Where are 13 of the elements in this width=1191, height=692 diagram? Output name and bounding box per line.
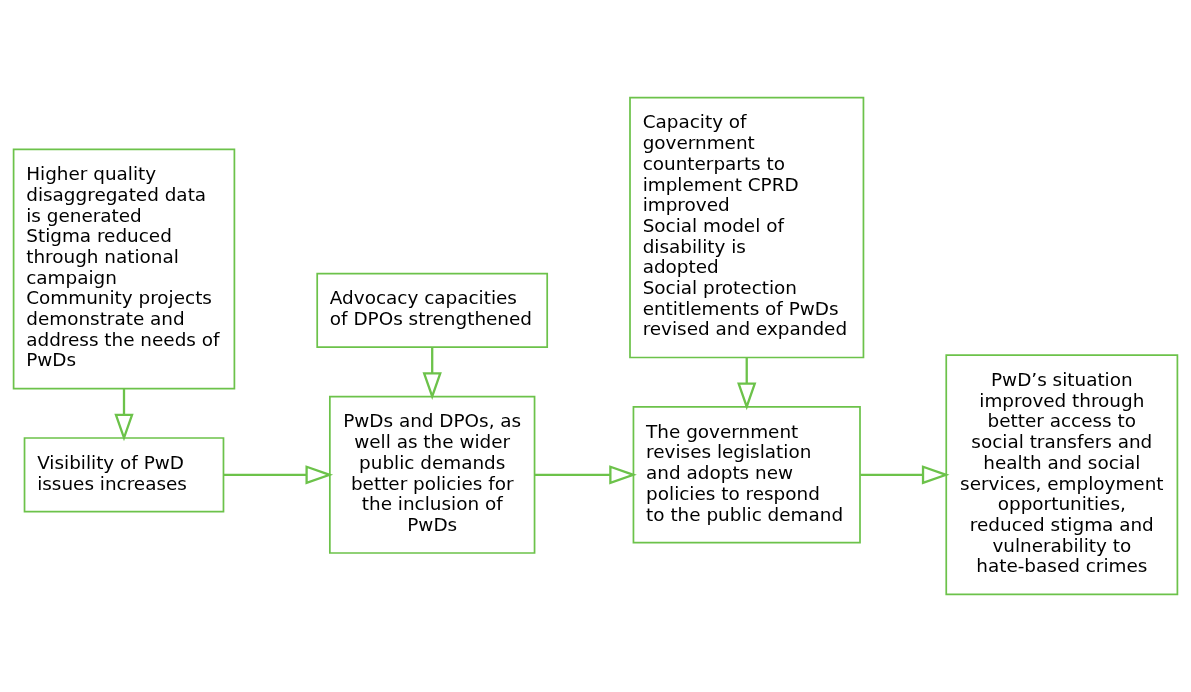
node-box: The government revises legislation and adopts new policies to respond to the public demand bbox=[632, 406, 861, 544]
node-box: Higher quality disaggregated data is generated Stigma reduced through national campaign Community projects demonstrate and address the needs of PwDs bbox=[12, 148, 236, 390]
arrow bbox=[860, 465, 950, 485]
arrow bbox=[534, 465, 637, 485]
node-box: PwD’s situation improved through better access to social transfers and health and social services, employment opportunities, reduced stigma and vulnerability to hate-based crimes bbox=[945, 354, 1179, 596]
node-box: Capacity of government counterparts to implement CPRD improved Social model of disability is adopted Social protection entitlements of PwDs revised and expanded bbox=[629, 96, 865, 359]
arrow bbox=[737, 357, 757, 411]
arrow bbox=[114, 388, 134, 442]
arrow bbox=[422, 347, 442, 400]
node-box: Advocacy capacities of DPOs strengthened bbox=[316, 272, 549, 348]
node-box: PwDs and DPOs, as well as the wider public demands better policies for the inclusion of PwDs bbox=[329, 395, 536, 554]
node-box: Visibility of PwD issues increases bbox=[23, 437, 225, 513]
arrow bbox=[223, 465, 334, 485]
